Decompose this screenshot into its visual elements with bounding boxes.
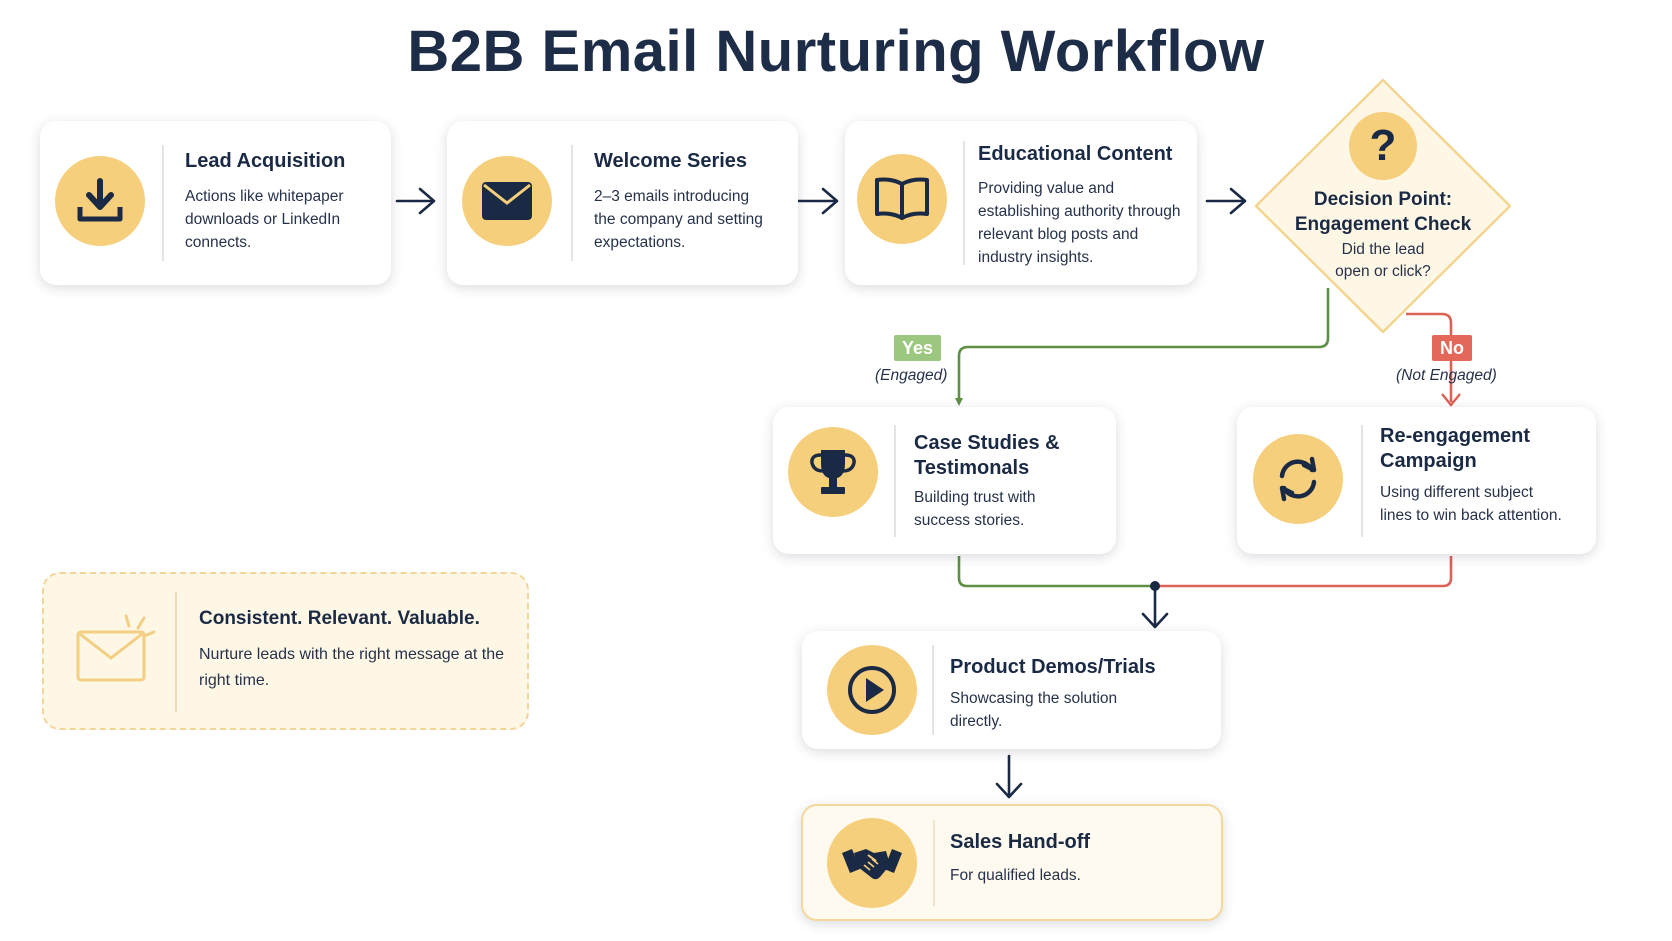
- card-divider: [932, 645, 934, 735]
- card-title: Educational Content: [978, 143, 1173, 165]
- no-sublabel: (Not Engaged): [1396, 367, 1497, 384]
- handshake-icon: [827, 818, 917, 908]
- arrow-welcome-to-educational: [795, 187, 839, 215]
- arrow-demos-to-handoff: [995, 754, 1023, 799]
- card-title: Re-engagement Campaign: [1380, 425, 1531, 472]
- book-icon: [857, 154, 947, 244]
- card-divider: [571, 145, 573, 261]
- card-divider: [894, 425, 896, 537]
- card-divider: [963, 141, 965, 265]
- tagline-divider: [175, 592, 177, 712]
- tagline-box: Consistent. Relevant. Valuable. Nurture …: [42, 572, 529, 730]
- card-educational-content: Educational Content Providing value and …: [845, 121, 1197, 285]
- yes-arrowhead: [955, 398, 963, 406]
- card-title: Sales Hand-off: [950, 831, 1091, 853]
- card-sales-handoff: Sales Hand-off For qualified leads.: [801, 804, 1223, 921]
- merge-red: [1155, 556, 1453, 588]
- no-badge: No: [1432, 335, 1472, 361]
- card-divider: [933, 820, 935, 906]
- decision-desc: Did the lead open or click?: [1335, 241, 1431, 280]
- card-title: Lead Acquisition: [185, 150, 346, 172]
- card-lead-acquisition: Lead Acquisition Actions like whitepaper…: [40, 121, 391, 285]
- arrow-merge-to-demos: [1141, 588, 1169, 629]
- card-desc: 2–3 emails introducing the company and s…: [594, 188, 763, 251]
- merge-dot: [1150, 581, 1160, 591]
- tagline-desc: Nurture leads with the right message at …: [199, 646, 505, 689]
- refresh-icon: [1253, 434, 1343, 524]
- yes-sublabel: (Engaged): [875, 367, 948, 384]
- arrow-educational-to-decision: [1205, 187, 1247, 215]
- merge-green: [957, 556, 1155, 588]
- card-re-engagement: Re-engagement Campaign Using different s…: [1237, 407, 1596, 554]
- download-icon: [55, 156, 145, 246]
- card-desc: Using different subject lines to win bac…: [1380, 484, 1562, 524]
- no-path: [1406, 312, 1453, 402]
- envelope-icon: [462, 156, 552, 246]
- card-divider: [1361, 425, 1363, 537]
- envelope-sparkle-icon: [74, 612, 156, 689]
- card-title: Product Demos/Trials: [950, 656, 1156, 678]
- card-desc: Showcasing the solution directly.: [950, 690, 1118, 730]
- card-desc: Providing value and establishing authori…: [978, 180, 1181, 266]
- yes-path: [957, 288, 1330, 402]
- card-welcome-series: Welcome Series 2–3 emails introducing th…: [447, 121, 798, 285]
- page-title: B2B Email Nurturing Workflow: [407, 19, 1265, 84]
- decision-symbol-circle: ?: [1349, 112, 1417, 180]
- card-desc: Actions like whitepaper downloads or Lin…: [185, 188, 344, 251]
- decision-text: Decision Point: Engagement Check Did the…: [1273, 187, 1493, 283]
- question-icon: ?: [1369, 121, 1397, 170]
- card-title: Welcome Series: [594, 150, 748, 172]
- card-product-demos: Product Demos/Trials Showcasing the solu…: [802, 631, 1221, 749]
- trophy-icon: [788, 427, 878, 517]
- card-case-studies: Case Studies & Testimonals Building trus…: [773, 407, 1116, 554]
- tagline-title: Consistent. Relevant. Valuable.: [199, 608, 480, 629]
- yes-badge: Yes: [894, 335, 942, 361]
- play-icon: [827, 645, 917, 735]
- card-desc: Building trust with success stories.: [914, 489, 1036, 529]
- arrow-lead-to-welcome: [395, 187, 436, 215]
- card-divider: [162, 145, 164, 261]
- decision-title: Decision Point: Engagement Check: [1294, 189, 1472, 235]
- decision-diamond: [1254, 78, 1512, 334]
- card-title: Case Studies & Testimonals: [914, 432, 1060, 479]
- no-arrowhead: [1441, 393, 1461, 407]
- card-desc: For qualified leads.: [950, 867, 1081, 884]
